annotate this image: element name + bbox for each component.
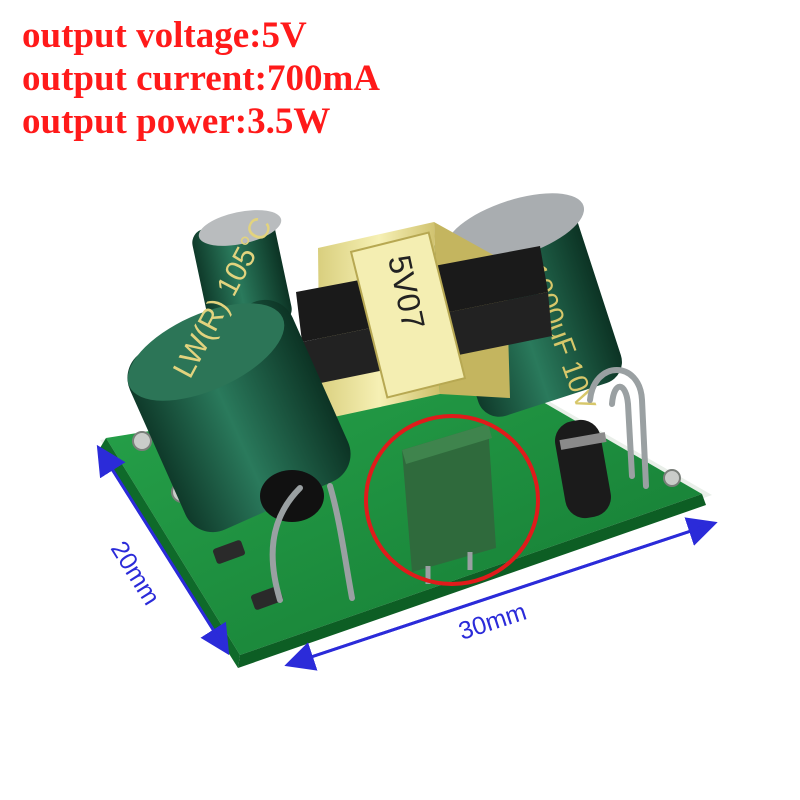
diode (555, 419, 611, 519)
spec-list: output voltage:5V output current:700mA o… (22, 14, 380, 143)
pad-plus (663, 469, 681, 487)
film-capacitor (402, 424, 496, 584)
pad-l (132, 431, 152, 451)
highlight-circle (364, 414, 540, 586)
width-arrow-reverse (284, 522, 713, 671)
transformer: 5V07 (296, 222, 552, 420)
height-arrow-reverse (96, 444, 228, 651)
smd-resistor-1 (213, 540, 245, 564)
component-leads (269, 367, 649, 603)
height-dimension-label: 20mm (105, 536, 166, 610)
spec-power: output power:3.5W (22, 101, 331, 142)
spec-voltage: output voltage:5V (22, 15, 307, 56)
front-capacitor: LW(R) 105°C (127, 212, 351, 533)
spec-current: output current:700mA (22, 58, 380, 99)
